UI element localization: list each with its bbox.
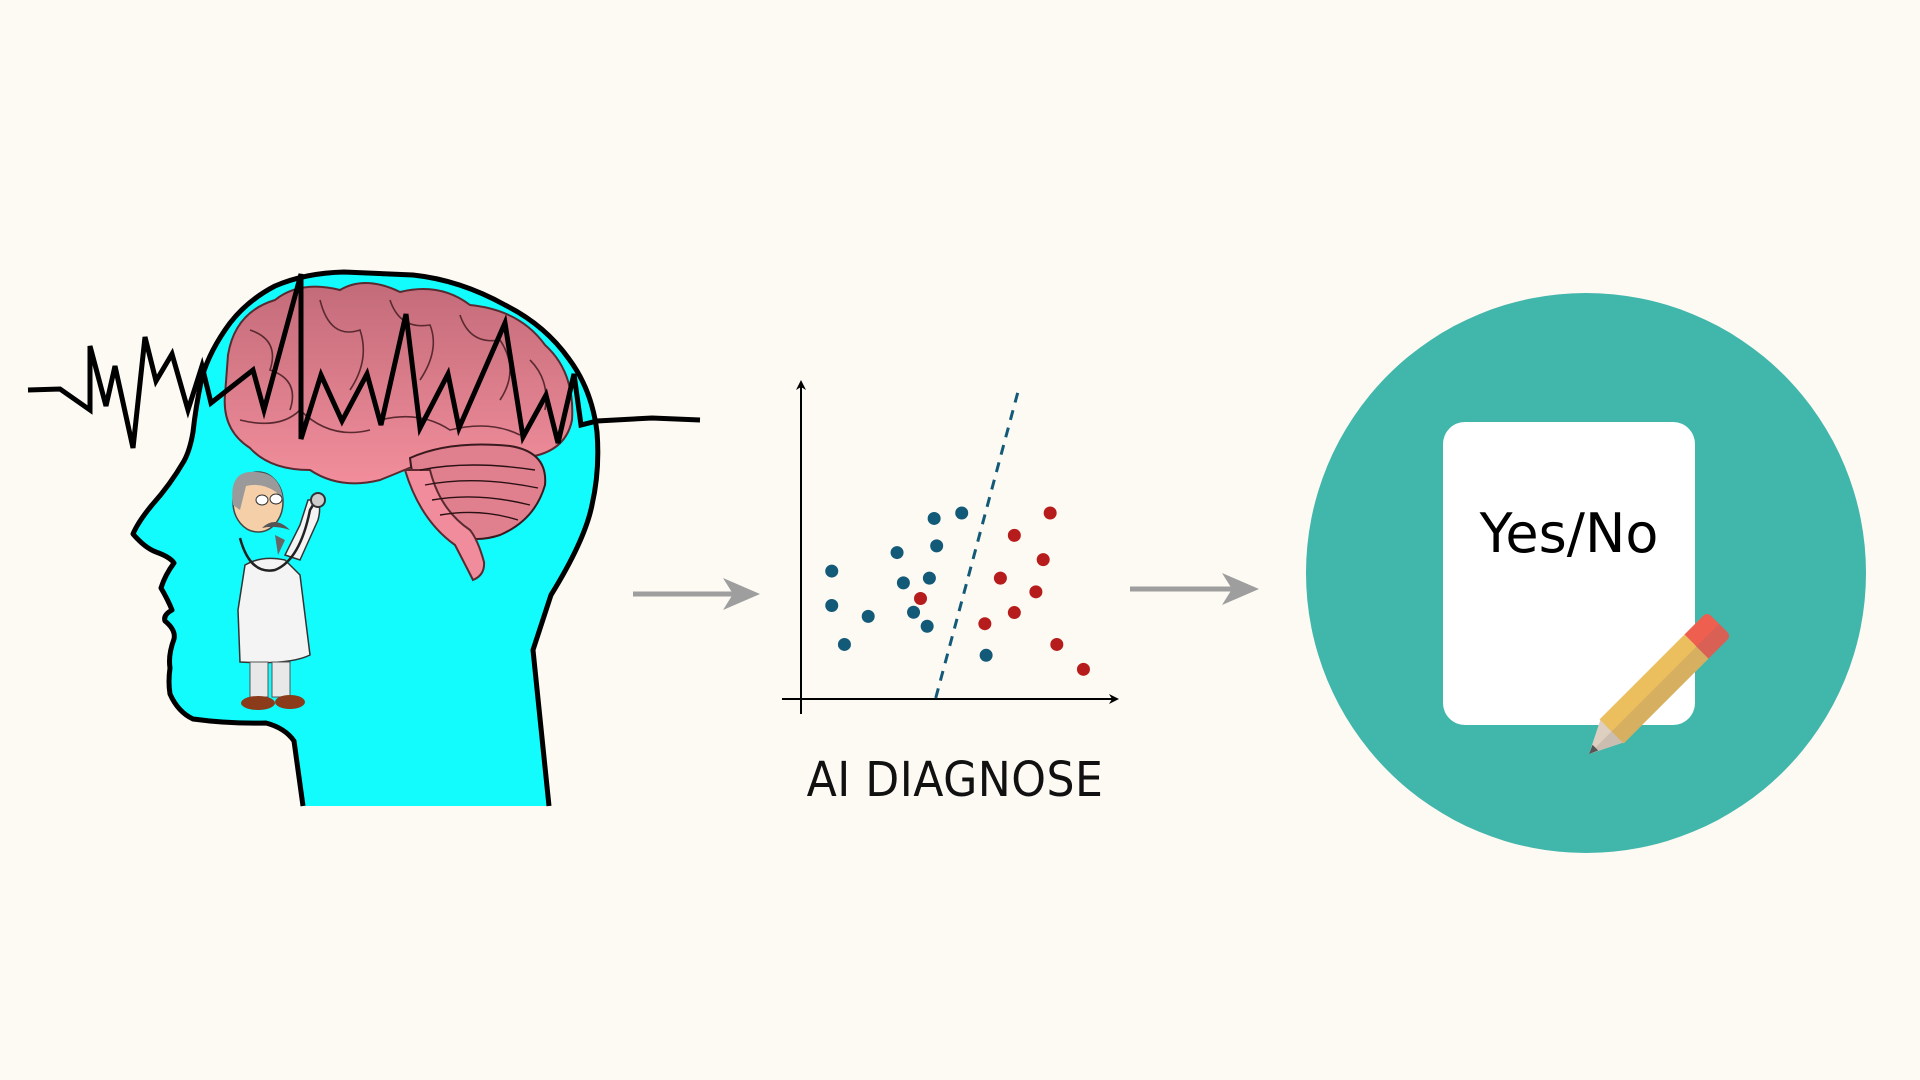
data-point-class-a	[930, 539, 944, 553]
data-point-class-b	[1076, 662, 1090, 676]
cerebellum-folds	[419, 464, 539, 521]
document-icon: Yes/No	[1443, 422, 1695, 725]
data-point-class-b	[1036, 553, 1050, 567]
data-point-class-a	[825, 599, 839, 613]
data-point-class-b	[1007, 606, 1021, 620]
data-point-class-a	[979, 648, 993, 662]
right-arrow-icon	[1130, 573, 1259, 605]
data-point-class-b	[978, 617, 992, 631]
data-point-class-a	[837, 637, 851, 651]
data-point-class-b	[1007, 528, 1021, 542]
data-point-class-b	[914, 592, 928, 606]
data-point-class-a	[896, 576, 910, 590]
scatter-points	[825, 506, 1090, 676]
data-point-class-a	[861, 609, 875, 623]
data-point-class-a	[920, 619, 934, 633]
eeg-wave-icon	[27, 273, 701, 449]
data-point-class-b	[1043, 506, 1057, 520]
data-point-class-a	[890, 546, 904, 560]
data-point-class-a	[922, 571, 936, 585]
result-label: Yes/No	[1479, 502, 1659, 565]
data-point-class-a	[907, 605, 921, 619]
data-point-class-a	[825, 564, 839, 578]
decision-boundary-line	[934, 385, 1021, 699]
data-point-class-b	[993, 571, 1007, 585]
data-point-class-b	[1050, 637, 1064, 651]
data-point-class-b	[1029, 585, 1043, 599]
scatter-chart	[782, 380, 1119, 714]
human-head-with-brain-icon	[130, 269, 601, 807]
data-point-class-a	[927, 511, 941, 525]
right-arrow-icon	[633, 578, 760, 610]
doctor-with-stethoscope-icon	[232, 471, 326, 710]
ai-diagnose-caption: AI DIAGNOSE	[806, 752, 1104, 808]
brain-stem	[403, 469, 486, 582]
data-point-class-a	[955, 506, 969, 520]
brain-cerebrum	[223, 281, 574, 485]
